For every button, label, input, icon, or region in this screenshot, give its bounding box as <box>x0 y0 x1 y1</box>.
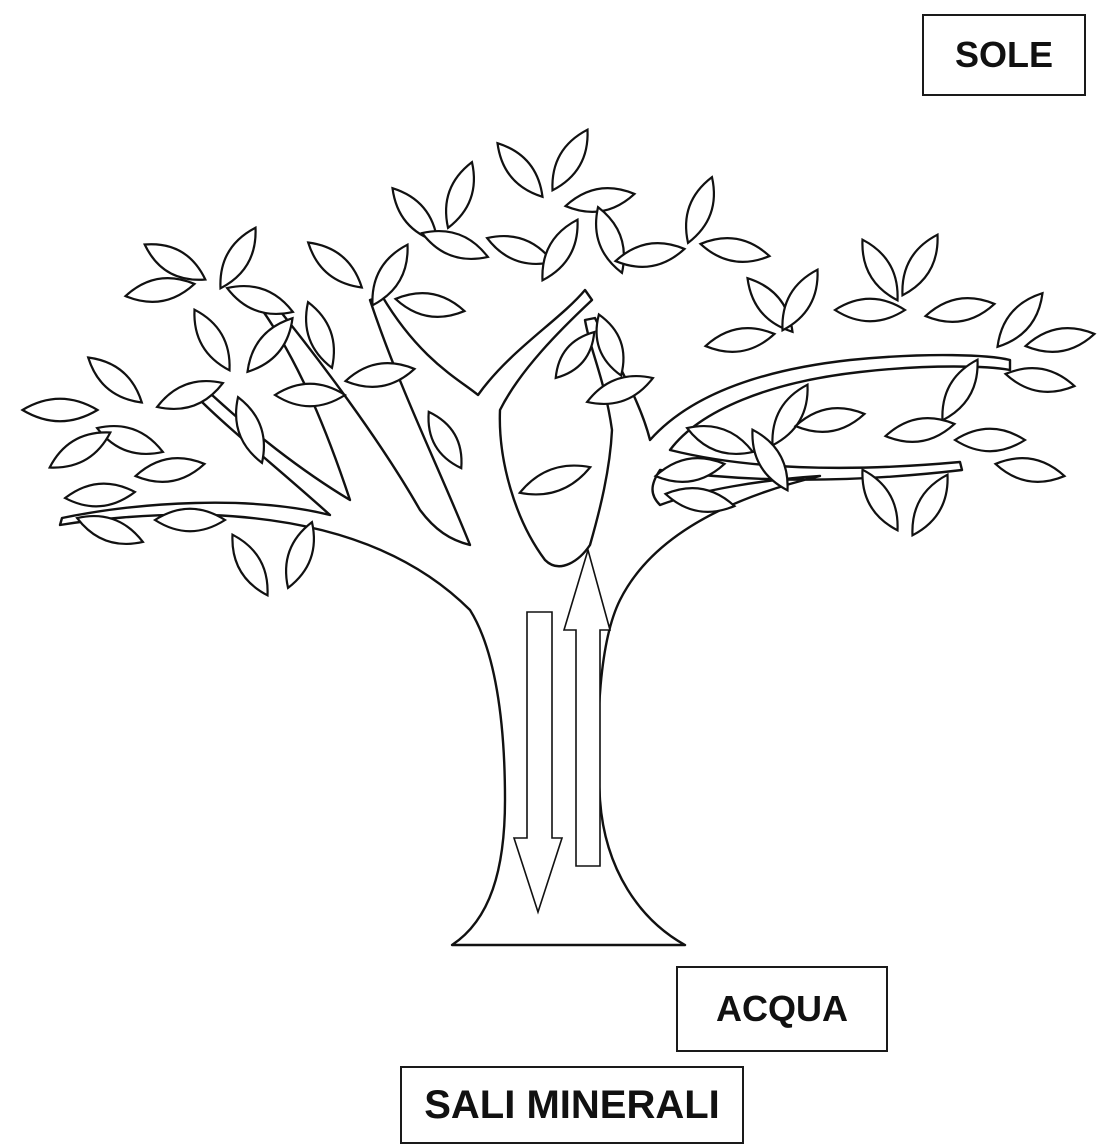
leaf-icon <box>489 136 551 204</box>
leaf-icon <box>211 222 265 294</box>
leaf-icon <box>893 229 947 301</box>
leaf-icon <box>614 238 687 272</box>
leaf-icon <box>185 304 239 376</box>
leaf-icon <box>678 173 723 246</box>
sun-label-box: SOLE <box>922 14 1086 96</box>
leaf-icon <box>81 349 149 411</box>
leaf-icon <box>223 278 296 323</box>
leaf-icon <box>301 234 369 296</box>
leaf-icon <box>438 158 483 231</box>
leaf-icon <box>699 233 772 267</box>
leaf-icon <box>853 234 907 306</box>
leaf-icon <box>23 399 98 421</box>
leaf-icon <box>835 299 905 321</box>
leaf-icon <box>1024 323 1097 357</box>
leaf-icon <box>394 288 467 322</box>
leaf-icon <box>903 469 957 541</box>
sun-label: SOLE <box>955 34 1053 76</box>
leaf-icon <box>543 124 597 196</box>
leaf-icon <box>223 529 277 601</box>
minerals-label: SALI MINERALI <box>424 1083 720 1128</box>
leaf-icon <box>704 323 777 357</box>
leaf-icon <box>134 453 207 487</box>
leaf-icon <box>64 481 136 509</box>
leaf-icon <box>1004 363 1077 397</box>
water-label-box: ACQUA <box>676 966 888 1052</box>
leaf-icon <box>994 453 1067 487</box>
leaf-icon <box>955 429 1025 451</box>
leaf-icon <box>924 293 997 327</box>
minerals-label-box: SALI MINERALI <box>400 1066 744 1144</box>
water-label: ACQUA <box>716 988 848 1030</box>
leaf-icon <box>516 457 594 504</box>
